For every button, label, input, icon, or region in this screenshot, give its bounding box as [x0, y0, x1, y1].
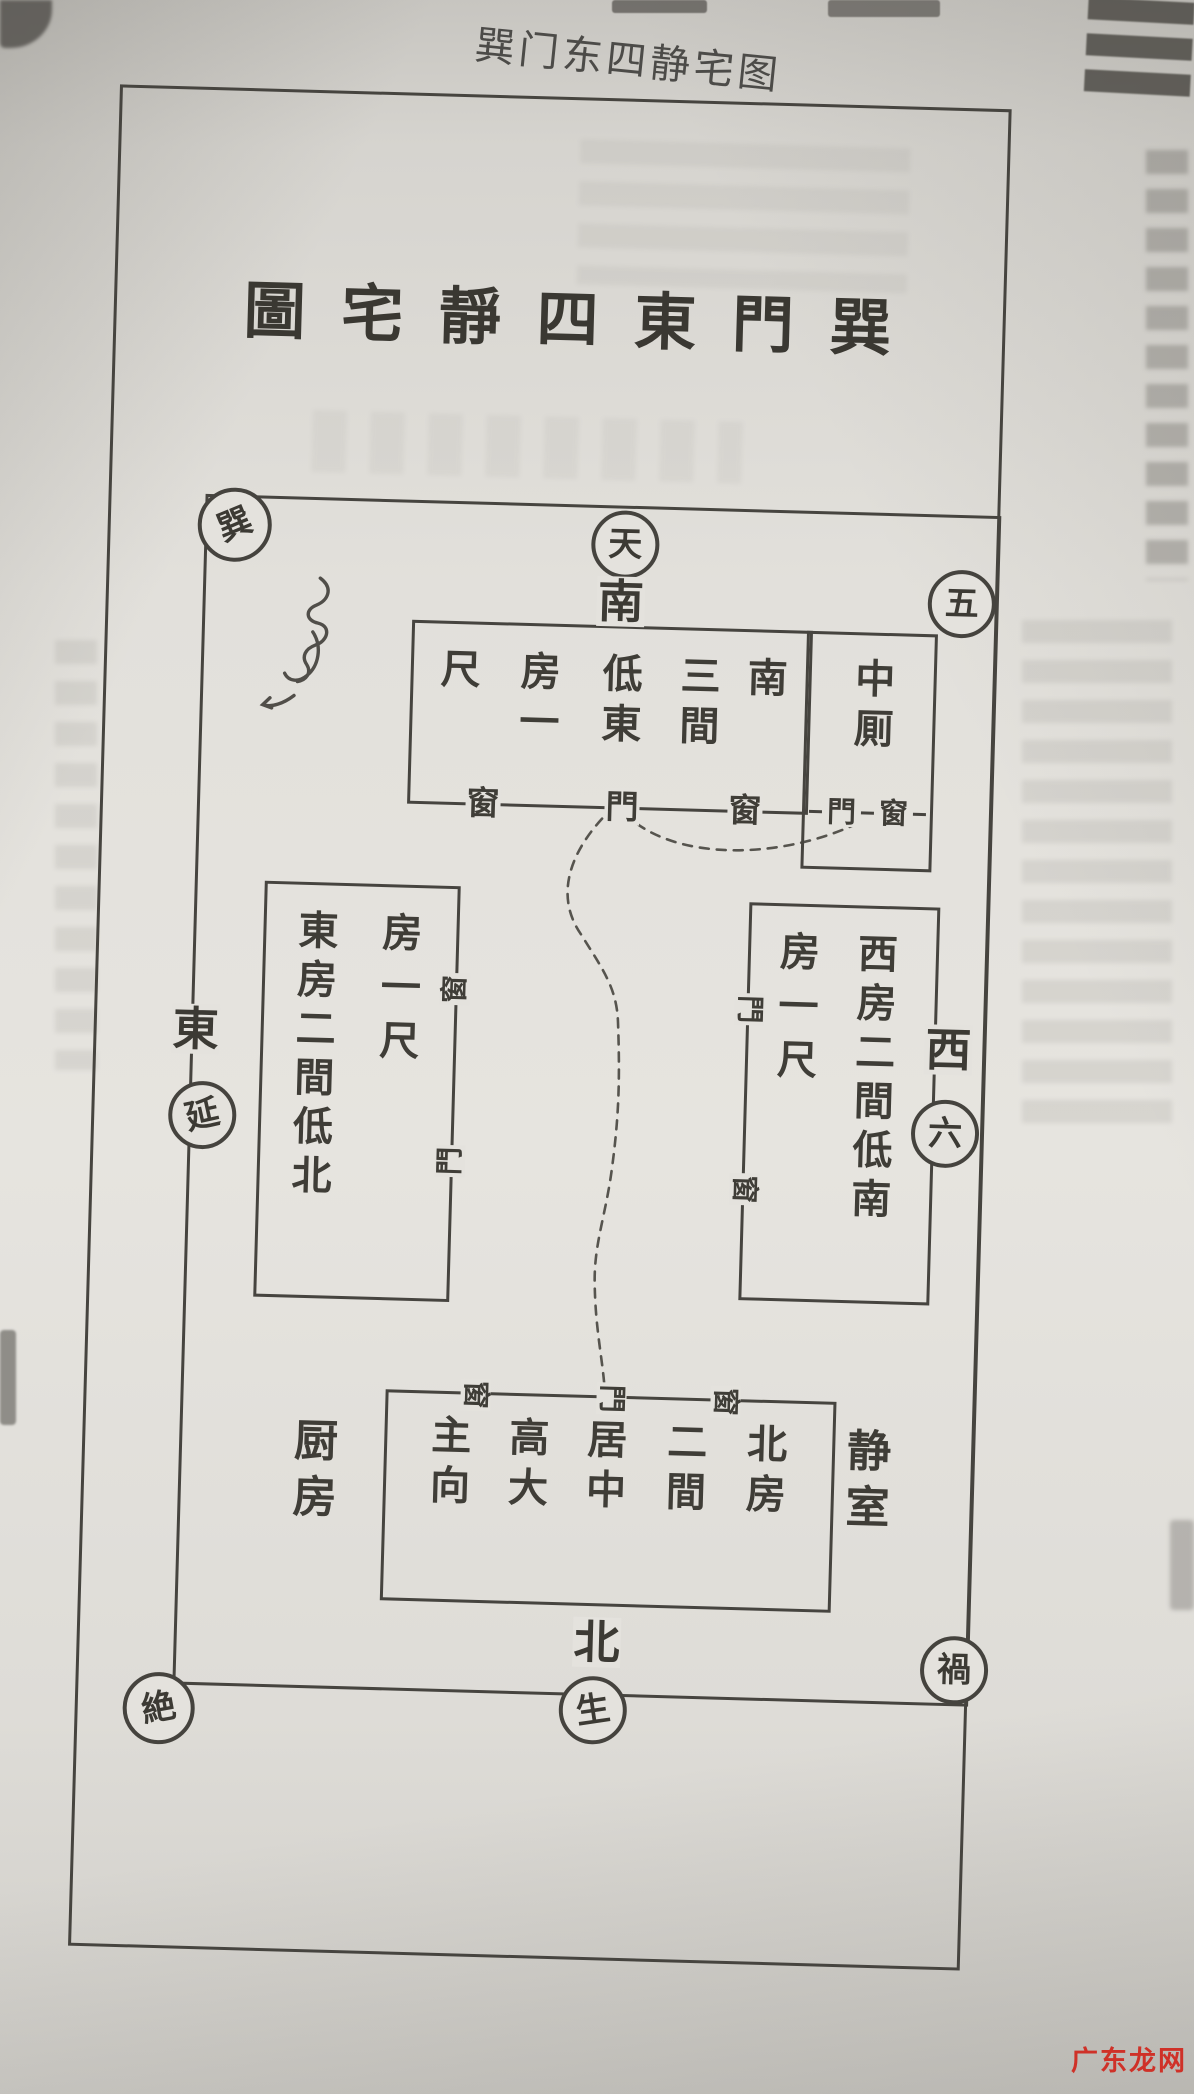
marker-char: 五: [944, 583, 980, 625]
calligraphy-char: 巽: [828, 290, 893, 365]
privy-room: 中厠 門 窗: [800, 630, 938, 873]
window-label: 窗: [709, 1385, 743, 1419]
door-label: 門: [733, 992, 767, 1026]
quiet-room-label: 静室: [836, 1426, 891, 1541]
marker-char: 六: [927, 1113, 963, 1155]
north-room-text-col: 高大: [500, 1415, 550, 1517]
door-label: 門: [825, 794, 858, 830]
calligraphy-char: 宅: [340, 276, 405, 352]
window-label: 窗: [877, 795, 910, 831]
marker-char: 禍: [936, 1649, 972, 1691]
west-room-text-col: 房一尺: [769, 929, 821, 1094]
marker-char: 天: [607, 524, 643, 566]
marker-char: 生: [573, 1687, 613, 1733]
marker-circle-huo: 禍: [919, 1635, 989, 1706]
window-label: 窗: [465, 782, 502, 823]
window-label: 窗: [437, 972, 472, 1006]
north-room-text-col: 二間: [658, 1419, 708, 1522]
door-label: 門: [432, 1144, 467, 1178]
north-room-text-col: 主向: [422, 1413, 473, 1515]
direction-label-south: 南: [596, 573, 646, 630]
north-room: 主向 高大 居中 二間 北房 窗 門 窗: [379, 1378, 837, 1613]
calligraphy-char: 東: [633, 284, 698, 360]
south-room: 尺 房一 低東 三間 南 窗 門 窗: [407, 619, 814, 830]
kitchen-label: 厨房: [283, 1416, 338, 1530]
marker-char: 巽: [211, 499, 259, 550]
west-room: 房一尺 西房二間低南 門 窗: [728, 902, 941, 1306]
south-room-text-col: 低東: [593, 651, 644, 754]
south-room-text-col: 南: [739, 655, 789, 708]
marker-char: 延: [181, 1091, 224, 1139]
door-label: 門: [595, 1382, 629, 1416]
east-room: 東房二間低北 房一尺 窗 門: [253, 880, 471, 1303]
calligraphy-char: 圖: [242, 273, 307, 349]
door-label: 門: [604, 786, 641, 827]
east-room-text-col: 房一尺: [371, 910, 424, 1075]
direction-label-west: 西: [923, 1022, 974, 1078]
south-room-text-col: 三間: [671, 654, 722, 756]
privy-label: 中厠: [846, 656, 896, 759]
wall-dash: [860, 811, 875, 815]
marker-char: 絶: [138, 1685, 180, 1731]
east-room-text-col: 東房二間低北: [283, 908, 340, 1204]
direction-label-north: 北: [572, 1614, 622, 1670]
calligraphy-char: 門: [730, 287, 795, 363]
north-room-text-col: 北房: [738, 1422, 788, 1524]
window-label: 窗: [459, 1378, 493, 1412]
calligraphy-char: 靜: [437, 279, 502, 355]
wall-dash: [912, 812, 926, 817]
direction-label-east: 東: [170, 1001, 221, 1057]
south-room-text-col: 房一: [511, 649, 562, 751]
window-label: 窗: [726, 790, 764, 831]
west-room-text-col: 西房二間低南: [843, 932, 899, 1228]
south-room-text-col: 尺: [433, 647, 482, 699]
north-room-text-col: 居中: [578, 1417, 628, 1520]
site-watermark: 广东龙网: [1071, 2046, 1187, 2077]
wall-dash: [808, 809, 823, 814]
window-label: 窗: [728, 1172, 762, 1206]
privy-openings: 門 窗: [802, 794, 934, 831]
calligraphy-char: 四: [535, 282, 600, 357]
printed-page-title: 巽门东四静宅图: [472, 22, 784, 100]
